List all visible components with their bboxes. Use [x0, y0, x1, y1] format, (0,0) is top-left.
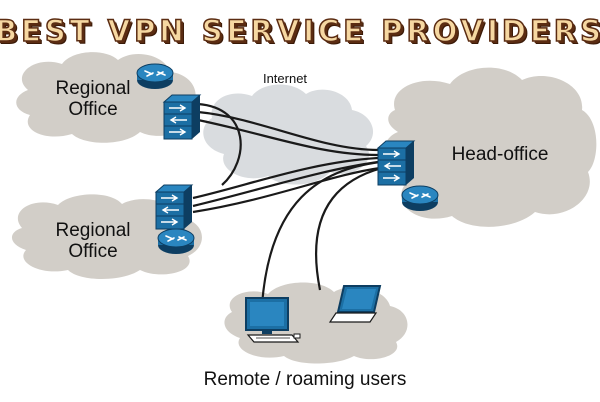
desktop-computer-icon [245, 297, 301, 343]
banner-title: BEST VPN SERVICE PROVIDERS [0, 13, 600, 49]
regional-office-bottom-cloud [11, 194, 202, 279]
remote-users-label: Remote / roaming users [203, 369, 407, 390]
router-icon [157, 228, 195, 255]
router-icon [401, 185, 439, 212]
vpn-tunnel-lines [192, 102, 383, 306]
vpn-gateway-icon [163, 94, 201, 140]
title-banner: BEST VPN SERVICE PROVIDERS [0, 0, 600, 62]
internet-cloud [203, 84, 374, 185]
head-office-cloud [382, 67, 597, 227]
laptop-icon [328, 285, 382, 323]
router-icon [136, 63, 174, 90]
regional-office-top-label: Regional Office [55, 78, 131, 120]
vpn-gateway-icon [377, 140, 415, 186]
internet-label: Internet [262, 71, 308, 86]
vpn-gateway-icon [155, 184, 193, 230]
regional-office-bottom-label: Regional Office [55, 220, 131, 262]
head-office-label: Head-office [451, 144, 549, 165]
